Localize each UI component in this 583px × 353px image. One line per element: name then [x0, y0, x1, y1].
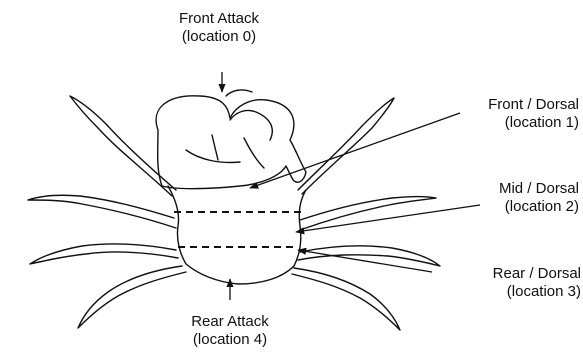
mid-dorsal-arrow	[296, 205, 480, 232]
front-attack-label: Front Attack (location 0)	[179, 10, 259, 46]
rear-attack-location: (location 4)	[191, 331, 269, 349]
front-dorsal-label: Front / Dorsal (location 1)	[488, 96, 579, 132]
mid-dorsal-name: Mid / Dorsal	[499, 180, 579, 198]
front-dorsal-location: (location 1)	[488, 114, 579, 132]
mid-dorsal-location: (location 2)	[499, 198, 579, 216]
rear-attack-label: Rear Attack (location 4)	[191, 313, 269, 349]
mid-dorsal-label: Mid / Dorsal (location 2)	[499, 180, 579, 216]
rear-dorsal-label: Rear / Dorsal (location 3)	[493, 265, 581, 301]
front-attack-name: Front Attack	[179, 10, 259, 28]
front-dorsal-name: Front / Dorsal	[488, 96, 579, 114]
crab-body	[168, 186, 306, 284]
crab-left-legs	[28, 96, 186, 328]
front-dorsal-arrow	[250, 113, 460, 188]
rear-dorsal-name: Rear / Dorsal	[493, 265, 581, 283]
rear-dorsal-location: (location 3)	[493, 283, 581, 301]
front-attack-location: (location 0)	[179, 28, 259, 46]
crab-claws	[156, 90, 306, 189]
rear-attack-name: Rear Attack	[191, 313, 269, 331]
